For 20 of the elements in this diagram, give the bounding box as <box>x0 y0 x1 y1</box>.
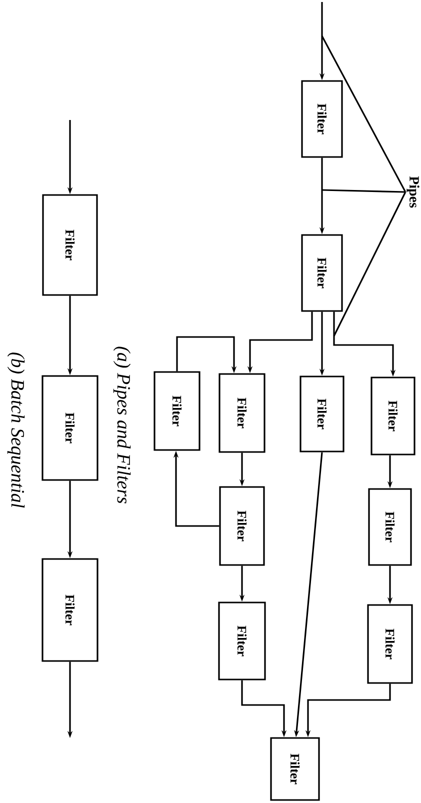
filter-box: Filter <box>218 373 266 453</box>
filter-box: Filter <box>368 488 412 566</box>
leader-line <box>333 192 406 336</box>
filter-box: Filter <box>42 375 98 481</box>
filter-box: Filter <box>42 194 98 296</box>
leader-line <box>322 189 406 193</box>
caption: (b) Batch Sequential <box>7 352 25 508</box>
filter-box: Filter <box>270 737 320 801</box>
filter-box: Filter <box>219 486 265 566</box>
filter-box: Filter <box>42 558 98 662</box>
pipes-label: Pipes <box>406 176 420 208</box>
filter-box: Filter <box>370 376 416 456</box>
leader-line <box>321 36 406 192</box>
filter-box: Filter <box>301 80 343 158</box>
filter-box: Filter <box>301 234 343 312</box>
filter-box: Filter <box>154 371 200 451</box>
filter-box: Filter <box>367 604 413 684</box>
caption: (a) Pipes and Filters <box>113 346 131 504</box>
filter-box: Filter <box>300 376 344 452</box>
filter-box: Filter <box>218 602 266 680</box>
